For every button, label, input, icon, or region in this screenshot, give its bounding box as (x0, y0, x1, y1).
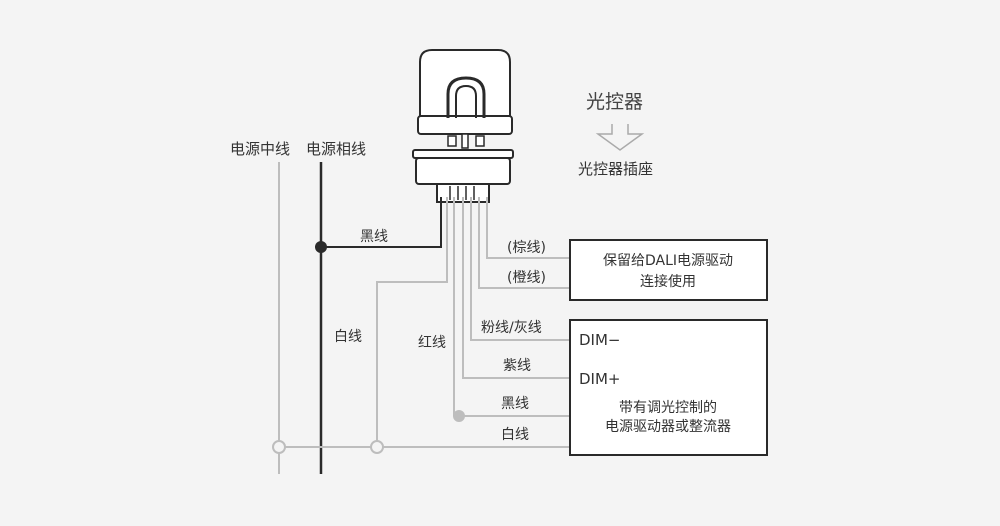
dali-box-line1: 保留给DALI电源驱动 (603, 253, 733, 269)
down-arrow-icon (595, 124, 645, 151)
photocontrol-socket (412, 149, 514, 203)
driver-box-line2: 电源驱动器或整流器 (605, 419, 731, 435)
white-wire-left (376, 197, 448, 447)
dali-box-line2: 连接使用 (640, 273, 696, 290)
dim-plus-label: DIM+ (579, 370, 620, 388)
label-photocontrol: 光控器 (586, 91, 643, 113)
label-neutral-line: 电源中线 (230, 140, 290, 158)
label-pink-gray-wire: 粉线/灰线 (481, 320, 542, 336)
label-black-wire-top: 黑线 (360, 229, 388, 245)
black-wire-top (321, 197, 442, 248)
orange-wire (478, 197, 570, 289)
dim-minus-label: DIM− (579, 331, 620, 349)
label-black-wire-bottom: 黑线 (501, 396, 529, 412)
label-white-wire-left: 白线 (334, 329, 362, 345)
label-red-wire: 红线 (418, 335, 446, 351)
label-purple-wire: 紫线 (503, 358, 531, 374)
label-socket: 光控器插座 (578, 160, 653, 178)
purple-wire (462, 197, 570, 379)
driver-box-line1: 带有调光控制的 (619, 400, 717, 416)
brown-wire (486, 197, 570, 259)
label-white-wire-bottom: 白线 (501, 427, 529, 443)
phase-junction-dot (315, 241, 327, 253)
photocontrol-device (417, 49, 513, 149)
white-junction-circle (370, 440, 384, 454)
neutral-junction-circle (272, 440, 286, 454)
label-brown-wire: (棕线) (507, 240, 546, 256)
driver-box (569, 319, 768, 456)
label-orange-wire: (橙线) (507, 270, 546, 286)
pink-gray-wire (470, 197, 570, 341)
dali-box (569, 239, 768, 301)
label-phase-line: 电源相线 (306, 140, 366, 158)
